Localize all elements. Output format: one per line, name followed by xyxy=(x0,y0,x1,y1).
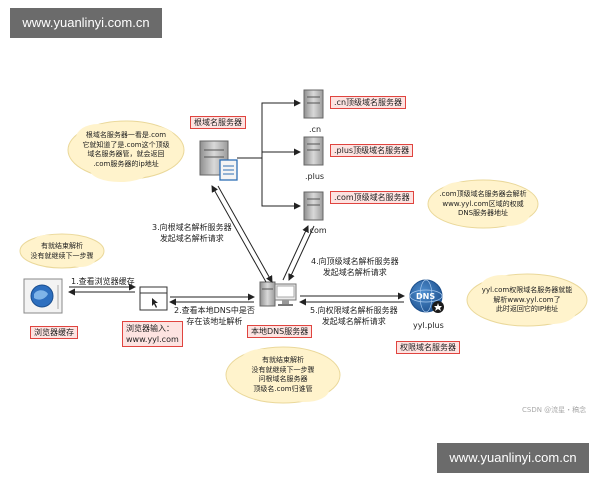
plus-tld-server-icon xyxy=(303,136,324,166)
auth-note-text: yyl.com权限域名服务器就能 解析www.yyl.com了 此时返回它的IP… xyxy=(472,286,582,315)
step2-line2: 存在该地址解析 xyxy=(186,317,243,326)
com-note-line3: DNS服务器地址 xyxy=(457,209,509,218)
cloud-auth-note xyxy=(466,273,588,327)
browser-window-icon xyxy=(139,286,168,311)
watermark-bottom: www.yuanlinyi.com.cn xyxy=(437,443,589,473)
step2-line1: 2.查看本地DNS中是否 xyxy=(174,306,255,315)
step4-line2: 发起域名解析请求 xyxy=(322,268,387,277)
cloud-cache-note xyxy=(19,233,105,269)
auth-note-line1: yyl.com权限域名服务器就能 xyxy=(481,286,573,294)
local-note-line3: 问根域名服务器 xyxy=(258,375,308,384)
cloud-local-note xyxy=(225,346,341,404)
local-note-line1: 有就结束解析 xyxy=(262,356,304,364)
cache-note-line2: 没有就继续下一步骤 xyxy=(30,251,94,260)
step2-label: 2.查看本地DNS中是否 存在该地址解析 xyxy=(174,305,255,327)
step4-label: 4.向顶级域名解析服务器 发起域名解析请求 xyxy=(311,256,399,278)
authoritative-domain: yyl.plus xyxy=(413,321,444,330)
browser-input-box: 浏览器输入： www.yyl.com xyxy=(122,321,183,347)
step5-line1: 5.向权限域名解析服务器 xyxy=(310,306,398,315)
plus-tld-label: .plus顶级域名服务器 xyxy=(330,144,414,157)
com-tld-server-icon xyxy=(303,191,324,221)
com-note-line2: www.yyl.com区域的权威 xyxy=(442,199,524,208)
browser-cache-icon xyxy=(23,278,63,314)
root-note-text: 根域名服务器一看是.com 它就知道了是.com这个顶级 域名服务器管，就会返回… xyxy=(76,131,176,169)
watermark-top: www.yuanlinyi.com.cn xyxy=(10,8,162,38)
root-note-line3: 域名服务器管，就会返回 xyxy=(87,150,165,159)
cache-note-text: 有就结束解析 没有就继续下一步骤 xyxy=(22,242,102,261)
com-note-line1: .com顶级域名服务器会解析 xyxy=(439,190,527,198)
cn-tld-label: .cn顶级域名服务器 xyxy=(330,96,407,109)
auth-note-line2: 解析www.yyl.com了 xyxy=(493,295,561,304)
local-dns-label: 本地DNS服务器 xyxy=(247,325,313,338)
step3-label: 3.向根域名解析服务器 发起域名解析请求 xyxy=(152,222,232,244)
step3-line1: 3.向根域名解析服务器 xyxy=(152,223,232,232)
com-tld-label: .com顶级域名服务器 xyxy=(330,191,414,204)
dns-badge-text: DNS xyxy=(416,292,436,301)
authoritative-server-label: 权限域名服务器 xyxy=(396,341,460,354)
com-note-text: .com顶级域名服务器会解析 www.yyl.com区域的权威 DNS服务器地址 xyxy=(433,190,533,219)
root-to-tld-lines xyxy=(237,99,301,210)
credit-text: CSDN @流星・稿念 xyxy=(522,406,587,414)
local-note-text: 有就结束解析 没有就继续下一步骤 问根域名服务器 顶级名.com归谁管 xyxy=(236,356,330,394)
cloud-root-note xyxy=(67,120,185,182)
step3-line2: 发起域名解析请求 xyxy=(159,234,224,243)
step-arrows xyxy=(68,185,405,306)
root-server-icon xyxy=(199,140,238,181)
root-note-line2: 它就知道了是.com这个顶级 xyxy=(82,140,170,149)
step5-line2: 发起域名解析请求 xyxy=(321,317,386,326)
cn-tld-server-icon xyxy=(303,89,324,119)
dns-globe-icon xyxy=(409,279,444,313)
browser-input-label: 浏览器输入： xyxy=(126,324,174,333)
tld-com-text: .com xyxy=(307,226,327,235)
local-note-line2: 没有就继续下一步骤 xyxy=(251,365,315,374)
auth-note-line3: 此时返回它的IP地址 xyxy=(495,305,559,314)
root-note-line1: 根域名服务器一看是.com xyxy=(85,131,167,139)
browser-input-url: www.yyl.com xyxy=(126,335,179,344)
step4-line1: 4.向顶级域名解析服务器 xyxy=(311,257,399,266)
cache-note-line1: 有就结束解析 xyxy=(41,242,83,250)
local-dns-server-icon xyxy=(259,281,297,307)
step1-label: 1.查看浏览器缓存 xyxy=(71,277,135,286)
step5-label: 5.向权限域名解析服务器 发起域名解析请求 xyxy=(310,305,398,327)
tld-cn-text: .cn xyxy=(309,125,322,134)
local-note-line4: 顶级名.com归谁管 xyxy=(253,384,313,393)
tld-plus-text: .plus xyxy=(305,172,325,181)
cloud-com-note xyxy=(427,179,539,229)
root-note-line4: .com服务器的ip地址 xyxy=(93,159,159,168)
root-server-label: 根域名服务器 xyxy=(190,116,246,129)
browser-cache-label: 浏览器缓存 xyxy=(30,326,78,339)
